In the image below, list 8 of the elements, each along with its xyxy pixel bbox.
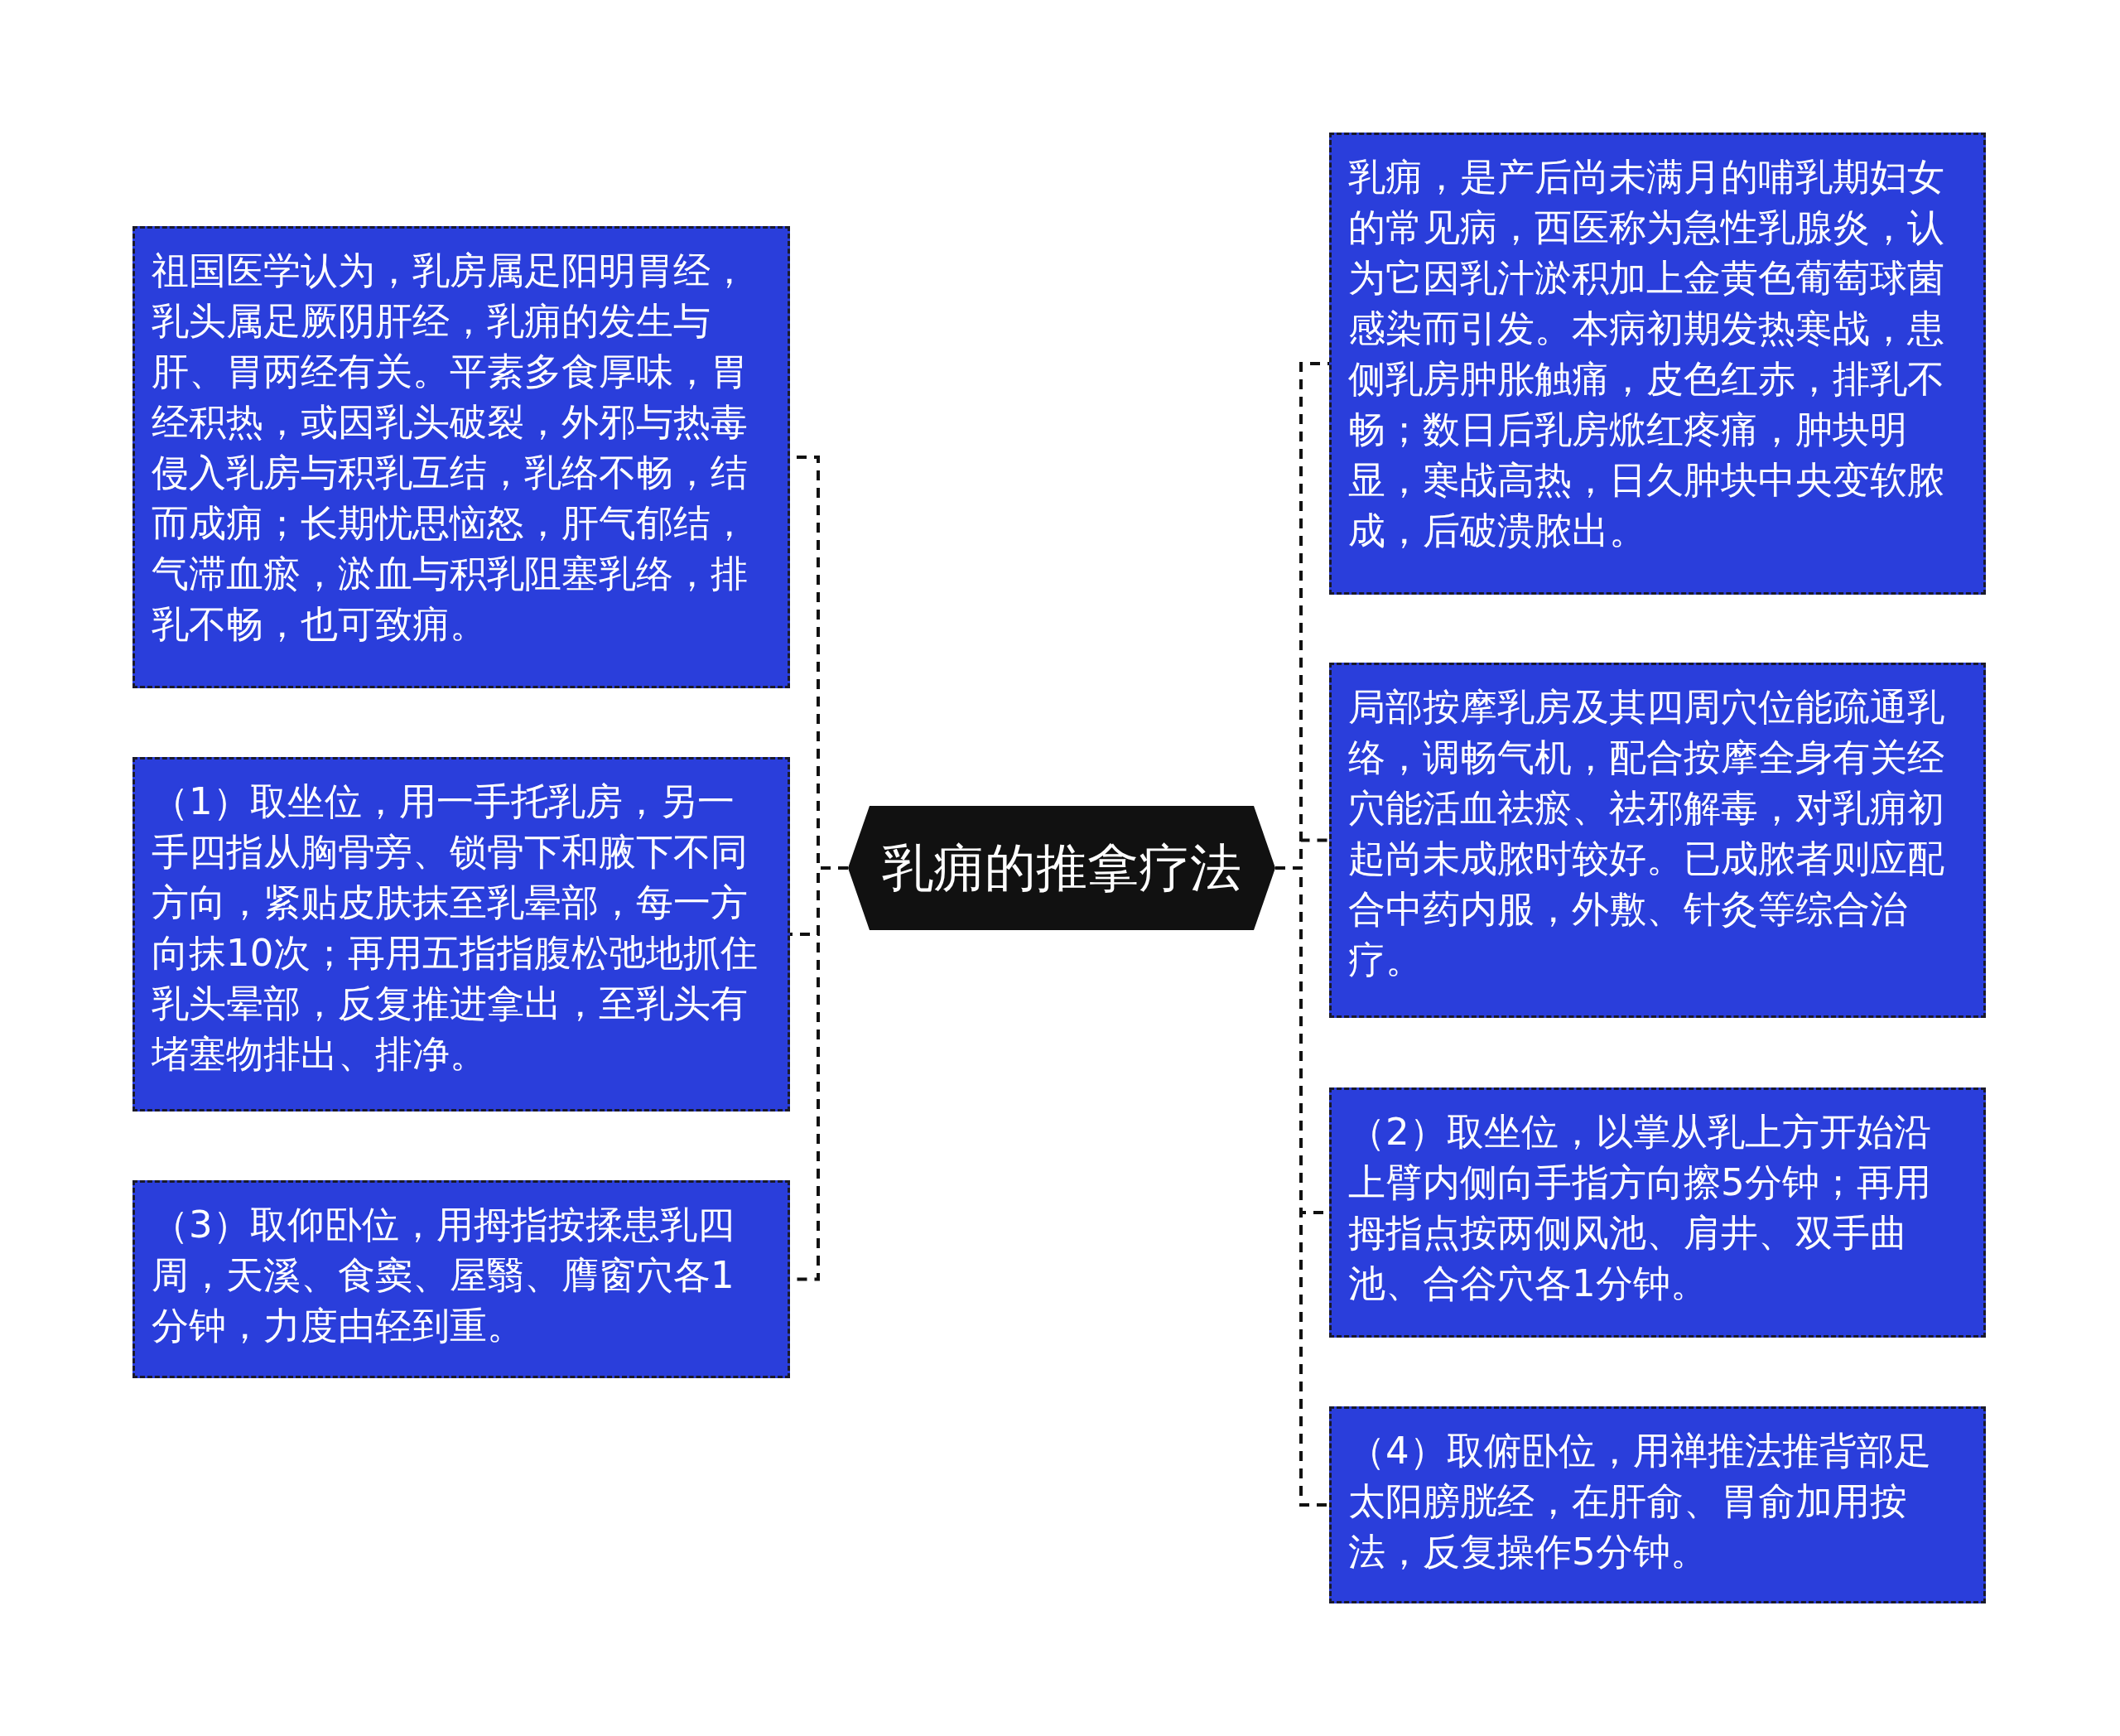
text-box: 局部按摩乳房及其四周穴位能疏通乳络，调畅气机，配合按摩全身有关经穴能活血祛瘀、祛邪解毒，对乳痈初起尚未成脓时较好。已成脓者则应配合中药内服，外敷、针灸等综合治疗。 — [1329, 663, 1986, 1018]
text-box: （2）取坐位，以掌从乳上方开始沿上臂内侧向手指方向擦5分钟；再用拇指点按两侧风池、肩井、双手曲池、合谷穴各1分钟。 — [1329, 1087, 1986, 1338]
central-topic: 乳痈的推拿疗法 — [882, 837, 1241, 899]
text-box: 祖国医学认为，乳房属足阳明胃经，乳头属足厥阴肝经，乳痈的发生与肝、胃两经有关。平素多食厚味，胃经积热，或因乳头破裂，外邪与热毒侵入乳房与积乳互结，乳络不畅，结而成痈；长期忧思恼怒，肝气郁结，气滞血瘀，淤血与积乳阻塞乳络，排乳不畅，也可致痈。 — [132, 226, 790, 688]
text-box: （1）取坐位，用一手托乳房，另一手四指从胸骨旁、锁骨下和腋下不同方向，紧贴皮肤抹至乳晕部，每一方向抹10次；再用五指指腹松弛地抓住乳头晕部，反复推进拿出，至乳头有堵塞物排出、排净。 — [132, 757, 790, 1112]
text-box: （4）取俯卧位，用禅推法推背部足太阳膀胱经，在肝俞、胃俞加用按法，反复操作5分钟。 — [1329, 1406, 1986, 1603]
text-box: （3）取仰卧位，用拇指按揉患乳四周，天溪、食窦、屋翳、膺窗穴各1分钟，力度由轻到重。 — [132, 1180, 790, 1378]
text-box: 乳痈，是产后尚未满月的哺乳期妇女的常见病，西医称为急性乳腺炎，认为它因乳汁淤积加上金黄色葡萄球菌感染而引发。本病初期发热寒战，患侧乳房肿胀触痛，皮色红赤，排乳不畅；数日后乳房焮红疼痛，肿块明显，寒战高热，日久肿块中央变软脓成，后破溃脓出。 — [1329, 133, 1986, 595]
